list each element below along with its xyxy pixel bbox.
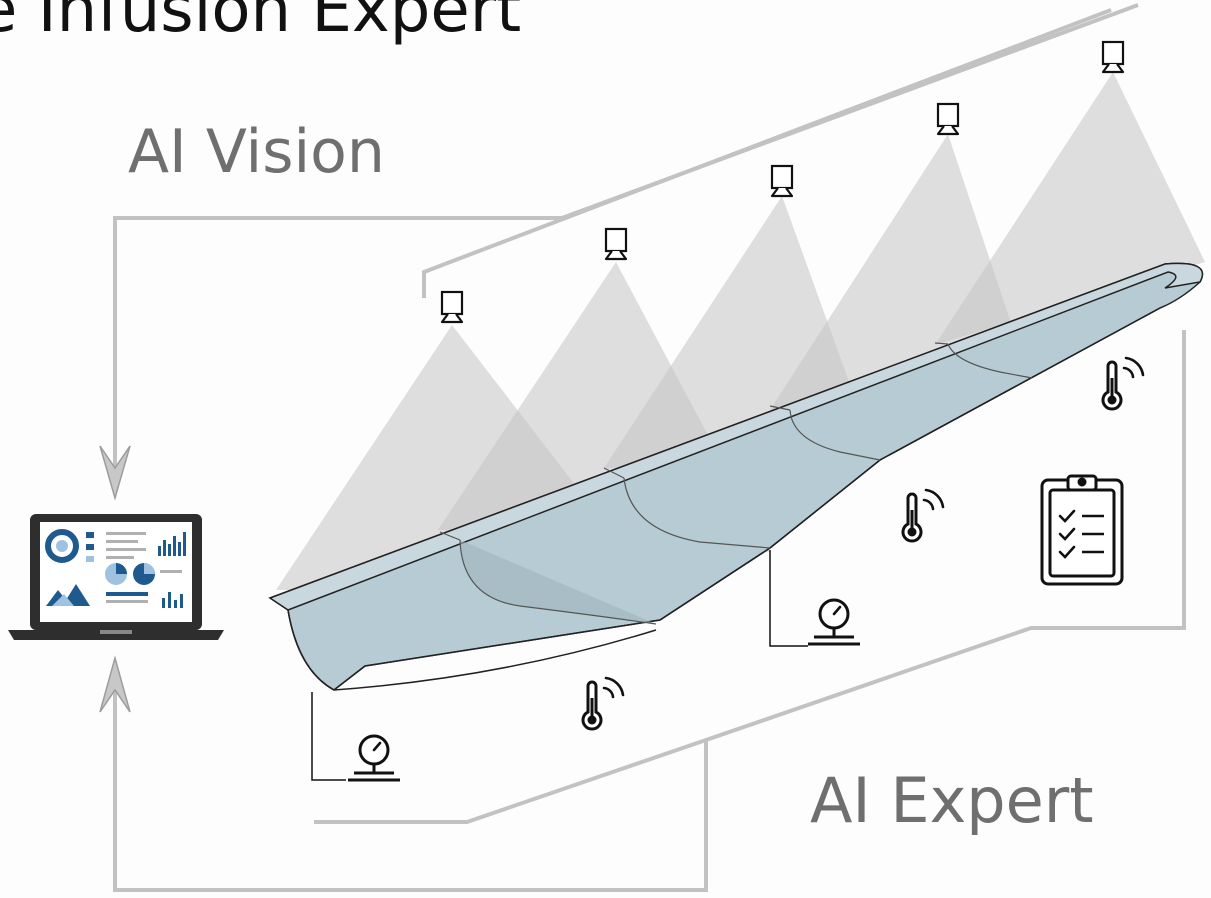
camera-icon — [1101, 40, 1125, 74]
thermometer-wifi-icon — [1101, 356, 1145, 411]
camera-icon — [604, 227, 628, 261]
thermometer-wifi-icon — [901, 488, 945, 543]
camera-icon — [440, 290, 464, 324]
arrow-down-icon — [99, 445, 131, 501]
laptop-dashboard-icon — [8, 514, 224, 640]
pressure-gauge-icon — [346, 734, 402, 782]
pressure-gauge-icon — [806, 598, 862, 646]
clipboard-checklist-icon — [1040, 474, 1124, 586]
pressure-sensors — [311, 550, 862, 782]
arrow-up-icon — [99, 655, 131, 713]
wind-turbine-blade — [268, 262, 1204, 691]
expert-inner-line — [314, 738, 707, 824]
page-title: e Infusion Expert — [0, 0, 522, 47]
vision-inner-line — [422, 8, 1112, 298]
camera-icon — [770, 164, 794, 198]
connector-lines — [113, 3, 1186, 892]
ai-vision-label: AI Vision — [128, 117, 385, 187]
camera-icon — [936, 102, 960, 136]
thermometer-wifi-icon — [581, 676, 625, 731]
ai-expert-label: AI Expert — [810, 764, 1094, 837]
